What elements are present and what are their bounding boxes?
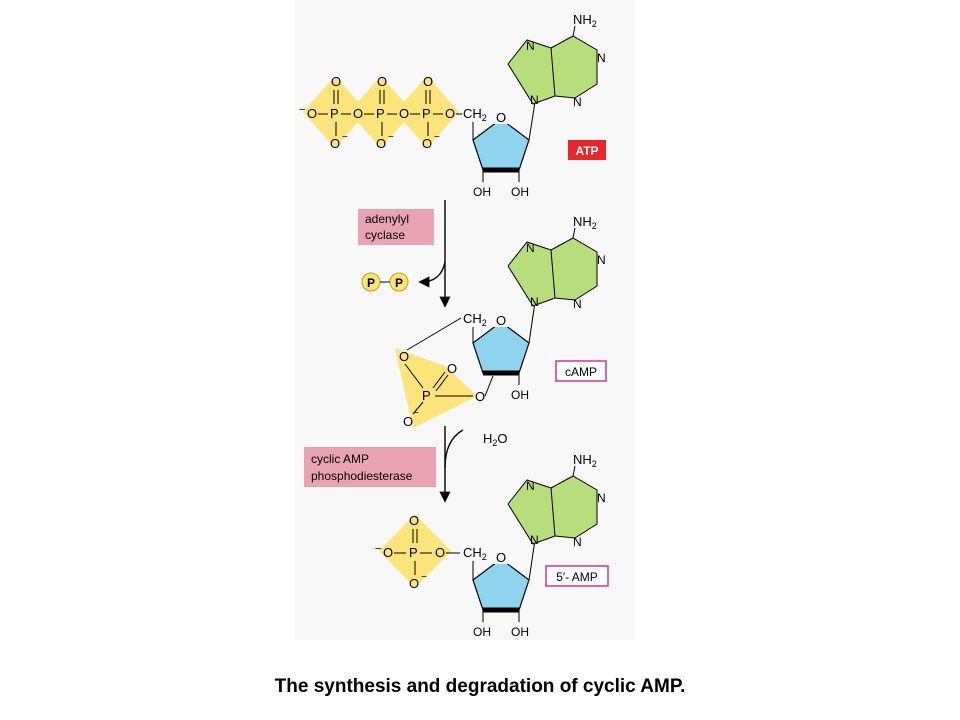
camp-o-minus: O bbox=[403, 414, 413, 429]
camp-adenine-imidazole bbox=[508, 242, 555, 306]
atp-o-bridge-1: O bbox=[353, 106, 363, 121]
camp-n7: N bbox=[526, 241, 535, 255]
phosphate-beta-shape bbox=[349, 76, 413, 148]
atp-o-bottom-3: O bbox=[422, 136, 432, 151]
camp-minus: − bbox=[413, 408, 419, 419]
atp-label: ATP bbox=[575, 144, 598, 158]
phosphate-alpha-shape bbox=[395, 76, 459, 148]
atp-minus-b1: − bbox=[342, 132, 348, 143]
camp-label: cAMP bbox=[565, 365, 597, 379]
pp-p1-label: P bbox=[367, 276, 375, 290]
camp-p: P bbox=[422, 388, 431, 403]
atp-ch2: CH2 bbox=[463, 106, 487, 123]
cyclase-label-line2: cyclase bbox=[365, 228, 405, 242]
atp-adenine-pyrimidine bbox=[551, 36, 597, 98]
cyclase-label-line1: adenylyl bbox=[365, 212, 409, 226]
amp-o-left: O bbox=[383, 545, 393, 560]
figure-caption: The synthesis and degradation of cyclic … bbox=[274, 676, 686, 697]
amp-ring-o-bg bbox=[493, 549, 509, 564]
camp-nh2: NH2 bbox=[573, 214, 597, 231]
amp-adenine-imidazole bbox=[508, 480, 555, 544]
amp-nh2: NH2 bbox=[573, 452, 597, 469]
amp-o-bridge: O bbox=[435, 545, 445, 560]
atp-nh2: NH2 bbox=[573, 12, 597, 29]
camp-molecule: CH2 O P O O O − O OH NH2 N N N N cAMP bbox=[395, 214, 607, 429]
adenylyl-cyclase-box bbox=[358, 209, 434, 245]
pde-label-line1: cyclic AMP bbox=[311, 452, 369, 466]
amp-o-bottom: O bbox=[409, 576, 419, 591]
camp-phosphate-shape bbox=[395, 348, 477, 428]
atp-o-bottom-1: O bbox=[330, 136, 340, 151]
pde-label-line2: phosphodiesterase bbox=[311, 469, 413, 483]
amp-molecule: O − O P O O − CH2 O OH OH NH2 N N N N 5′… bbox=[375, 452, 609, 639]
amp-ch2: CH2 bbox=[463, 545, 487, 562]
camp-label-box bbox=[555, 360, 607, 382]
amp-adenine-pyrimidine bbox=[551, 476, 597, 538]
atp-o-top-3: O bbox=[423, 74, 433, 89]
amp-ring-o: O bbox=[496, 550, 506, 565]
amp-n1: N bbox=[597, 491, 606, 505]
atp-o-left: O bbox=[307, 106, 317, 121]
amp-label: 5′- AMP bbox=[556, 570, 598, 584]
atp-o-bridge-2: O bbox=[399, 106, 409, 121]
camp-n1: N bbox=[597, 253, 606, 267]
atp-oh-left: OH bbox=[473, 185, 491, 199]
water-label: H2O bbox=[483, 431, 508, 448]
atp-label-box bbox=[568, 140, 606, 160]
amp-oh-left: OH bbox=[473, 625, 491, 639]
atp-ring-o-bg bbox=[493, 109, 509, 124]
camp-o-double: O bbox=[447, 361, 457, 376]
amp-n9: N bbox=[530, 533, 539, 547]
atp-o-bridge-3: O bbox=[445, 106, 455, 121]
atp-p-alpha: P bbox=[422, 106, 431, 121]
camp-adenine-pyrimidine bbox=[551, 238, 597, 300]
atp-n7: N bbox=[526, 39, 535, 53]
pyrophosphate-release-arrow bbox=[418, 261, 446, 288]
amp-o-top: O bbox=[409, 513, 419, 528]
atp-molecule: O O O − O P O P O P O O − O − O − CH2 bbox=[299, 12, 606, 199]
atp-n3: N bbox=[573, 95, 582, 109]
atp-minus-b2: − bbox=[388, 132, 394, 143]
camp-o-5prime: O bbox=[399, 349, 409, 364]
camp-ch2: CH2 bbox=[463, 311, 487, 328]
atp-p-gamma: P bbox=[330, 106, 339, 121]
camp-ring-o-bg bbox=[493, 312, 509, 327]
atp-oh-right: OH bbox=[511, 185, 529, 199]
atp-ring-o: O bbox=[496, 110, 506, 125]
atp-o-top-2: O bbox=[377, 74, 387, 89]
atp-n9: N bbox=[530, 93, 539, 107]
atp-n1: N bbox=[597, 51, 606, 65]
camp-n3: N bbox=[573, 297, 582, 311]
atp-o-top-1: O bbox=[331, 74, 341, 89]
pathway-diagram: O O O − O P O P O P O O − O − O − CH2 bbox=[295, 0, 635, 640]
camp-ring-o: O bbox=[496, 313, 506, 328]
phosphate-gamma-shape bbox=[303, 76, 367, 148]
atp-adenine-imidazole bbox=[508, 40, 555, 104]
camp-oh: OH bbox=[511, 388, 529, 402]
camp-n9: N bbox=[530, 295, 539, 309]
amp-n7: N bbox=[526, 479, 535, 493]
atp-o-bottom-2: O bbox=[376, 136, 386, 151]
camp-o-3prime: O bbox=[475, 389, 485, 404]
amp-oh-right: OH bbox=[511, 625, 529, 639]
amp-n3: N bbox=[573, 535, 582, 549]
atp-minus-b3: − bbox=[434, 132, 440, 143]
pp-p2-label: P bbox=[395, 276, 403, 290]
pyrophosphate: P P bbox=[361, 272, 409, 292]
phosphodiesterase-box bbox=[304, 447, 436, 487]
amp-p: P bbox=[409, 545, 418, 560]
amp-minus-bottom: − bbox=[421, 572, 427, 583]
amp-label-box bbox=[545, 565, 609, 587]
atp-p-beta: P bbox=[376, 106, 385, 121]
amp-phosphate-shape bbox=[379, 514, 451, 588]
atp-minus-left: − bbox=[299, 104, 305, 116]
amp-minus-left: − bbox=[375, 543, 381, 555]
camp-pathway-figure: O O O − O P O P O P O O − O − O − CH2 bbox=[295, 0, 635, 640]
